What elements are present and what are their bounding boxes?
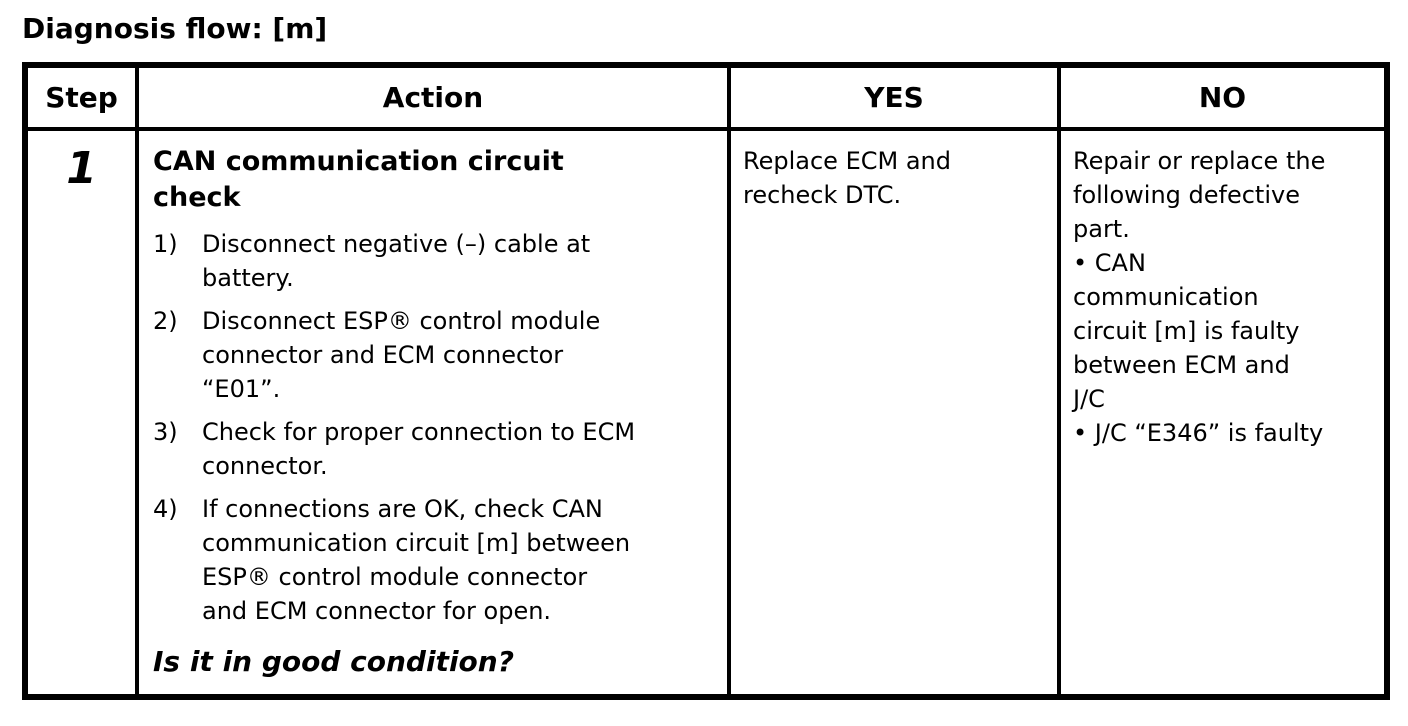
- action-step-text: Disconnect ESP® control module connector…: [202, 307, 601, 403]
- action-step-text: If connections are OK, check CAN communi…: [202, 495, 631, 625]
- action-heading: CAN communication circuit check: [153, 146, 564, 213]
- step-number: 1: [66, 143, 97, 194]
- action-step-number: 1): [153, 230, 178, 258]
- action-step-item: 3) Check for proper connection to ECM co…: [153, 415, 715, 483]
- action-step-text: Disconnect negative (–) cable at battery…: [202, 230, 591, 292]
- action-step-number: 4): [153, 495, 178, 523]
- action-cell: CAN communication circuit check 1) Disco…: [135, 127, 731, 699]
- header-no: NO: [1057, 63, 1389, 131]
- action-step-list: 1) Disconnect negative (–) cable at batt…: [153, 227, 715, 628]
- action-question: Is it in good condition?: [153, 645, 514, 678]
- no-cell: Repair or replace the following defectiv…: [1057, 127, 1389, 699]
- yes-cell: Replace ECM and recheck DTC.: [727, 127, 1061, 699]
- action-step-item: 1) Disconnect negative (–) cable at batt…: [153, 227, 715, 295]
- page: Diagnosis flow: [m] Step Action YES NO 1…: [22, 12, 1390, 700]
- step-cell: 1: [23, 127, 139, 699]
- table-header-row: Step Action YES NO: [23, 63, 1389, 131]
- action-step-number: 2): [153, 307, 178, 335]
- action-step-item: 4) If connections are OK, check CAN comm…: [153, 492, 715, 628]
- action-step-item: 2) Disconnect ESP® control module connec…: [153, 304, 715, 406]
- diagnosis-table: Step Action YES NO 1 CAN communication c…: [22, 62, 1390, 700]
- header-yes: YES: [727, 63, 1061, 131]
- header-step: Step: [23, 63, 139, 131]
- action-step-text: Check for proper connection to ECM conne…: [202, 418, 636, 480]
- header-action: Action: [135, 63, 731, 131]
- page-title: Diagnosis flow: [m]: [22, 12, 328, 45]
- table-row: 1 CAN communication circuit check 1) Dis…: [23, 127, 1389, 699]
- action-step-number: 3): [153, 418, 178, 446]
